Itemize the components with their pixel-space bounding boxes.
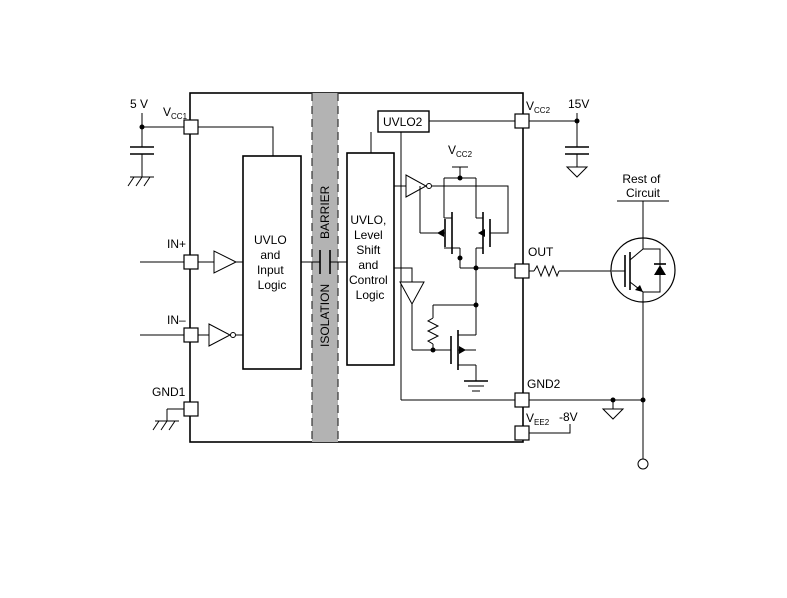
- input-logic-label: UVLO and Input Logic: [254, 233, 290, 292]
- vcc2-source-label: 15V: [568, 97, 589, 111]
- vcc1-pin-label: VCC1: [163, 105, 188, 121]
- out-pin: [514, 263, 530, 279]
- in-minus-inverter: [208, 323, 232, 347]
- vcc-source-label: 5 V: [130, 97, 148, 111]
- gnd1-group: GND1: [152, 385, 199, 431]
- vee2-pin-label: VEE2: [526, 411, 550, 427]
- vee2-pin: [514, 425, 530, 441]
- in-minus-input: IN–: [140, 313, 243, 347]
- vcc2-supply: VCC2 15V: [514, 97, 589, 178]
- lower-nmos: [450, 305, 488, 392]
- gnd2-ground-symbol: [601, 408, 625, 420]
- in-plus-buffer: [213, 250, 238, 274]
- upper-pmos-right: [475, 178, 497, 268]
- gnd1-pin: [183, 401, 199, 417]
- output-logic-label: UVLO, Level Shift and Control Logic: [349, 213, 391, 302]
- gnd2-pin: [514, 392, 530, 408]
- emitter-terminal: [637, 458, 649, 470]
- lower-driver-buffer: [399, 281, 425, 306]
- igbt-symbol: [610, 237, 676, 303]
- in-plus-label: IN+: [167, 237, 186, 251]
- isolation-barrier: ISOLATION BARRIER: [301, 93, 347, 442]
- gnd1-label: GND1: [152, 385, 186, 399]
- in-plus-input: IN+: [140, 237, 243, 274]
- isolation-label: ISOLATION: [318, 284, 332, 347]
- barrier-label: BARRIER: [318, 185, 332, 239]
- vcc2-pin-label: VCC2: [526, 99, 551, 115]
- upper-pmos-left: [428, 178, 461, 268]
- in-plus-pin: [183, 254, 199, 270]
- internal-vcc2-label: VCC2: [448, 143, 473, 159]
- vcc2-pin: [514, 113, 530, 129]
- in-minus-pin: [183, 327, 199, 343]
- in-minus-label: IN–: [167, 313, 186, 327]
- gnd2-label: GND2: [527, 377, 561, 391]
- vcc1-supply: 5 V VCC1: [127, 97, 274, 187]
- vee2-source-label: -8V: [559, 410, 578, 424]
- pulldown-resistor: [426, 304, 476, 353]
- upper-driver-inverter: [405, 174, 428, 198]
- out-label: OUT: [528, 245, 554, 259]
- vcc1-pin: [183, 119, 199, 135]
- uvlo2-label: UVLO2: [383, 115, 423, 129]
- rest-of-circuit-label: Rest of Circuit: [622, 172, 663, 200]
